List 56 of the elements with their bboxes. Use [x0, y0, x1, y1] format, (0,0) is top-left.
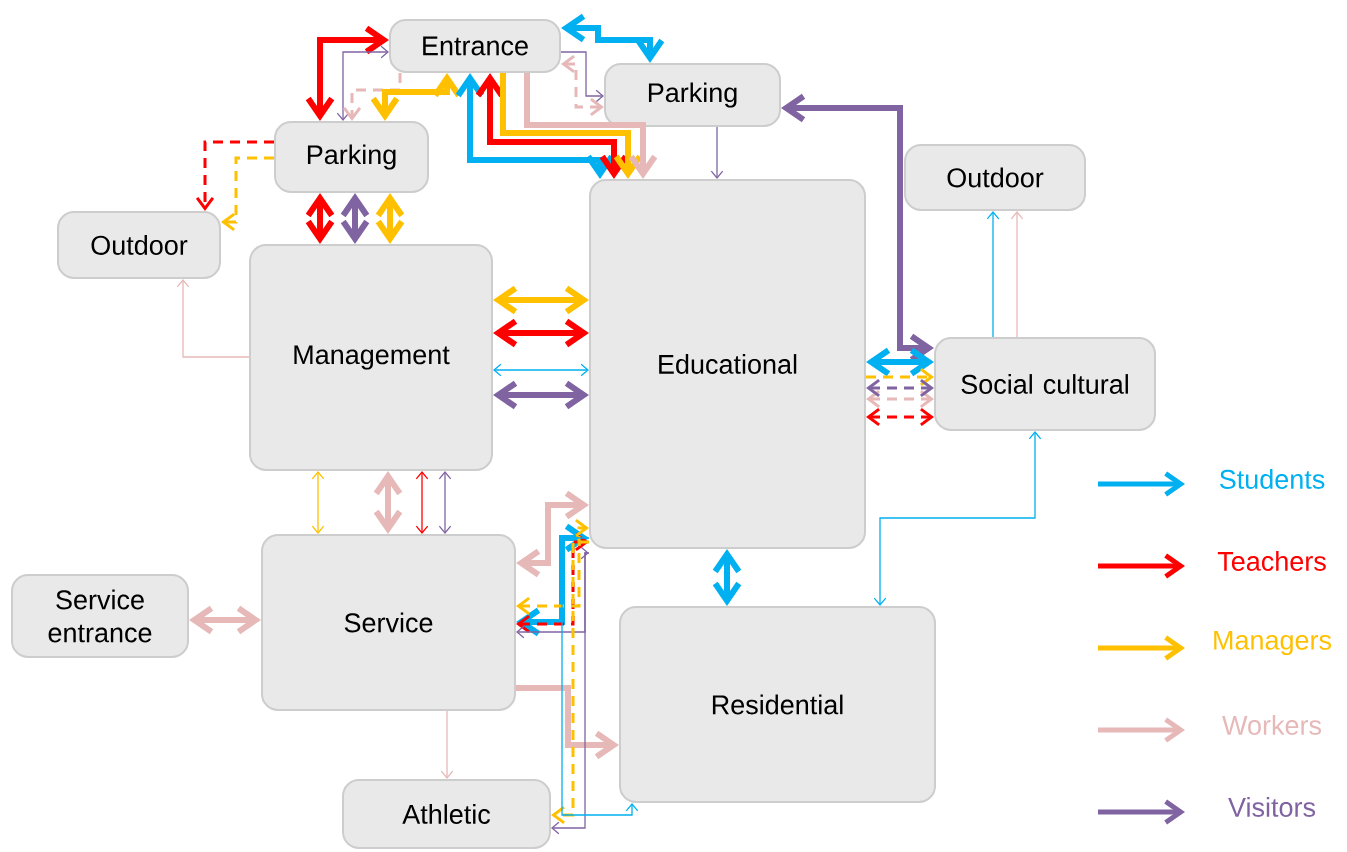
arrow	[336, 45, 389, 121]
arrow	[516, 490, 589, 578]
arrow	[305, 193, 335, 244]
dashed-arrow	[866, 407, 934, 427]
rounded-box: Residential	[619, 606, 936, 803]
arrow	[438, 471, 452, 534]
arrow	[493, 380, 589, 410]
arrow	[500, 73, 643, 179]
arrow	[176, 279, 250, 358]
legend-label: Managers	[1214, 630, 1332, 656]
rounded-box: Athletic	[342, 779, 551, 849]
arrow	[524, 73, 658, 179]
arrow	[866, 347, 934, 377]
arrow	[493, 318, 589, 348]
arrow	[375, 193, 405, 244]
dashed-arrow	[866, 378, 934, 398]
arrow	[415, 471, 429, 534]
dashed-arrow	[516, 518, 589, 616]
arrow	[311, 471, 325, 534]
arrow	[516, 546, 589, 639]
arrow	[1010, 211, 1024, 338]
arrow	[712, 549, 742, 606]
legend-label: Visitors	[1228, 797, 1316, 817]
arrow	[516, 685, 619, 760]
arrow	[873, 431, 1042, 606]
rounded-box: Parking	[604, 63, 781, 127]
arrow	[986, 211, 1000, 338]
dashed-arrow	[866, 389, 934, 409]
legend-label: Teachers	[1217, 551, 1326, 571]
arrow	[561, 13, 665, 63]
dashed-arrow	[561, 54, 604, 117]
legend-label: Workers	[1222, 715, 1322, 735]
arrow	[440, 710, 454, 779]
rounded-box: Social cultural	[934, 337, 1156, 431]
rounded-box: Outdoor	[904, 144, 1086, 211]
arrow	[340, 193, 370, 244]
rounded-box: Service entrance	[11, 574, 189, 658]
rounded-box: Educational	[589, 179, 866, 549]
arrow	[560, 51, 604, 103]
dashed-arrow	[195, 140, 274, 211]
dashed-arrow	[342, 73, 402, 121]
arrow	[189, 605, 261, 635]
rounded-box: Service	[261, 534, 516, 711]
rounded-box: Management	[249, 244, 493, 471]
rounded-box: Outdoor	[57, 211, 221, 279]
arrow	[493, 363, 589, 377]
arrow	[493, 285, 589, 315]
rounded-box: Entrance	[389, 19, 561, 73]
arrow	[373, 471, 403, 534]
arrow	[710, 126, 724, 179]
dashed-arrow	[866, 367, 934, 387]
arrow	[561, 537, 639, 816]
legend-label: Students	[1219, 469, 1325, 489]
arrow	[305, 25, 389, 121]
rounded-box: Parking	[274, 121, 429, 193]
dashed-arrow	[221, 156, 274, 232]
